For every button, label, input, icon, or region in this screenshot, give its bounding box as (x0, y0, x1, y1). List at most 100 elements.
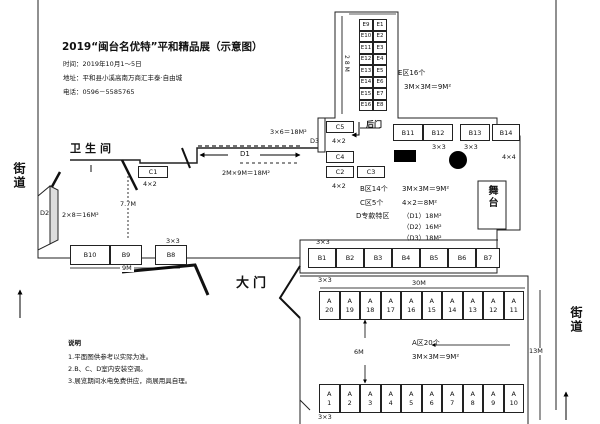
booth-b4[interactable]: B4 (392, 248, 420, 268)
booth-e7[interactable]: E7 (373, 88, 387, 100)
d-zone-d2: （D2）16M² (403, 223, 442, 231)
booth-e14[interactable]: E14 (359, 76, 373, 88)
d3-label: D3 (310, 137, 320, 145)
d1-door-stroke (181, 147, 191, 169)
booth-b12[interactable]: B12 (423, 124, 453, 141)
c2-dim: 4×2 (332, 182, 346, 190)
notes-title: 说明 (68, 339, 81, 347)
booth-b7[interactable]: B7 (476, 248, 500, 268)
booth-e12[interactable]: E12 (359, 53, 373, 65)
booth-e16[interactable]: E16 (359, 99, 373, 111)
booth-b10[interactable]: B10 (70, 245, 110, 265)
booth-c4[interactable]: C4 (326, 151, 354, 163)
a-bottom-booth-number: 6 (429, 398, 434, 407)
corridor-wall-upper (70, 147, 318, 164)
a-top-booth-number: 12 (489, 305, 498, 314)
gate-wall-right (278, 265, 301, 319)
booth-c2[interactable]: C2 (326, 166, 354, 178)
a-top-booth-letter: A (409, 297, 414, 306)
a-bottom-booth-number: 8 (470, 398, 475, 407)
e-zone-count: E区16个 (398, 69, 426, 77)
toilet-door-right (120, 159, 139, 191)
b1-dim: 3×3 (316, 238, 330, 246)
booth-e15[interactable]: E15 (359, 88, 373, 100)
a-hall-lower-stub (299, 399, 311, 411)
booth-e1[interactable]: E1 (373, 19, 387, 31)
a-top-booth-number: 11 (509, 305, 518, 314)
c5-dim: 4×2 (332, 137, 346, 145)
a-top-booth-letter: A (491, 297, 496, 306)
booth-e6[interactable]: E6 (373, 76, 387, 88)
booth-e3[interactable]: E3 (373, 42, 387, 54)
booth-b6[interactable]: B6 (448, 248, 476, 268)
d3-dim: 3×6＝18M² (270, 128, 307, 136)
booth-e9[interactable]: E9 (359, 19, 373, 31)
booth-e10[interactable]: E10 (359, 30, 373, 42)
booth-c3[interactable]: C3 (357, 166, 385, 178)
toilet-label: 卫生间 (70, 142, 115, 155)
outer-wall (37, 0, 300, 259)
booth-c1[interactable]: C1 (138, 166, 168, 178)
b13-dim: 3×3 (464, 143, 478, 151)
c1-dim: 4×2 (143, 180, 157, 188)
b11-dim: 3×3 (432, 143, 446, 151)
booth-b11[interactable]: B11 (393, 124, 423, 141)
booth-e11[interactable]: E11 (359, 42, 373, 54)
booth-b1[interactable]: B1 (308, 248, 336, 268)
a-bottom-booth-number: 10 (509, 398, 518, 407)
booth-b14[interactable]: B14 (492, 124, 520, 141)
a-bottom-booth-letter: A (347, 390, 352, 399)
a-top-dim: 3×3 (318, 276, 332, 284)
d1-dim: 2M×9M＝18M² (222, 169, 270, 177)
booth-b3[interactable]: B3 (364, 248, 392, 268)
a-bottom-booth-number: 3 (368, 398, 373, 407)
a-bottom-booth-number: 7 (450, 398, 455, 407)
a-bottom-booth-number: 5 (409, 398, 414, 407)
notes-item-3: 3.展览期间水电免费供应，商展用具自理。 (68, 377, 192, 385)
booth-e5[interactable]: E5 (373, 65, 387, 77)
booth-b13[interactable]: B13 (460, 124, 490, 141)
a-bottom-booth-letter: A (409, 390, 414, 399)
booth-c5[interactable]: C5 (326, 121, 354, 133)
booth-b2[interactable]: B2 (336, 248, 364, 268)
booth-e2[interactable]: E2 (373, 30, 387, 42)
booth-e8[interactable]: E8 (373, 99, 387, 111)
a-bottom-booth-letter: A (491, 390, 496, 399)
b14-dim: 4×4 (502, 153, 516, 161)
street-left-label: 街道 (12, 162, 26, 190)
booth-e13[interactable]: E13 (359, 65, 373, 77)
event-phone: 电话：0596－5585765 (63, 88, 135, 96)
a-bottom-booth-number: 4 (388, 398, 393, 407)
booth-b8[interactable]: B8 (155, 245, 187, 265)
booth-b9[interactable]: B9 (110, 245, 142, 265)
a-top-booth-number: 16 (407, 305, 416, 314)
booth-e4[interactable]: E4 (373, 53, 387, 65)
a-top-booth-letter: A (347, 297, 352, 306)
b8-dim: 3×3 (166, 237, 180, 245)
a-zone-count: A区20个 (412, 339, 440, 347)
booth-b5[interactable]: B5 (420, 248, 448, 268)
dim-30m-label: 30M (410, 279, 428, 287)
